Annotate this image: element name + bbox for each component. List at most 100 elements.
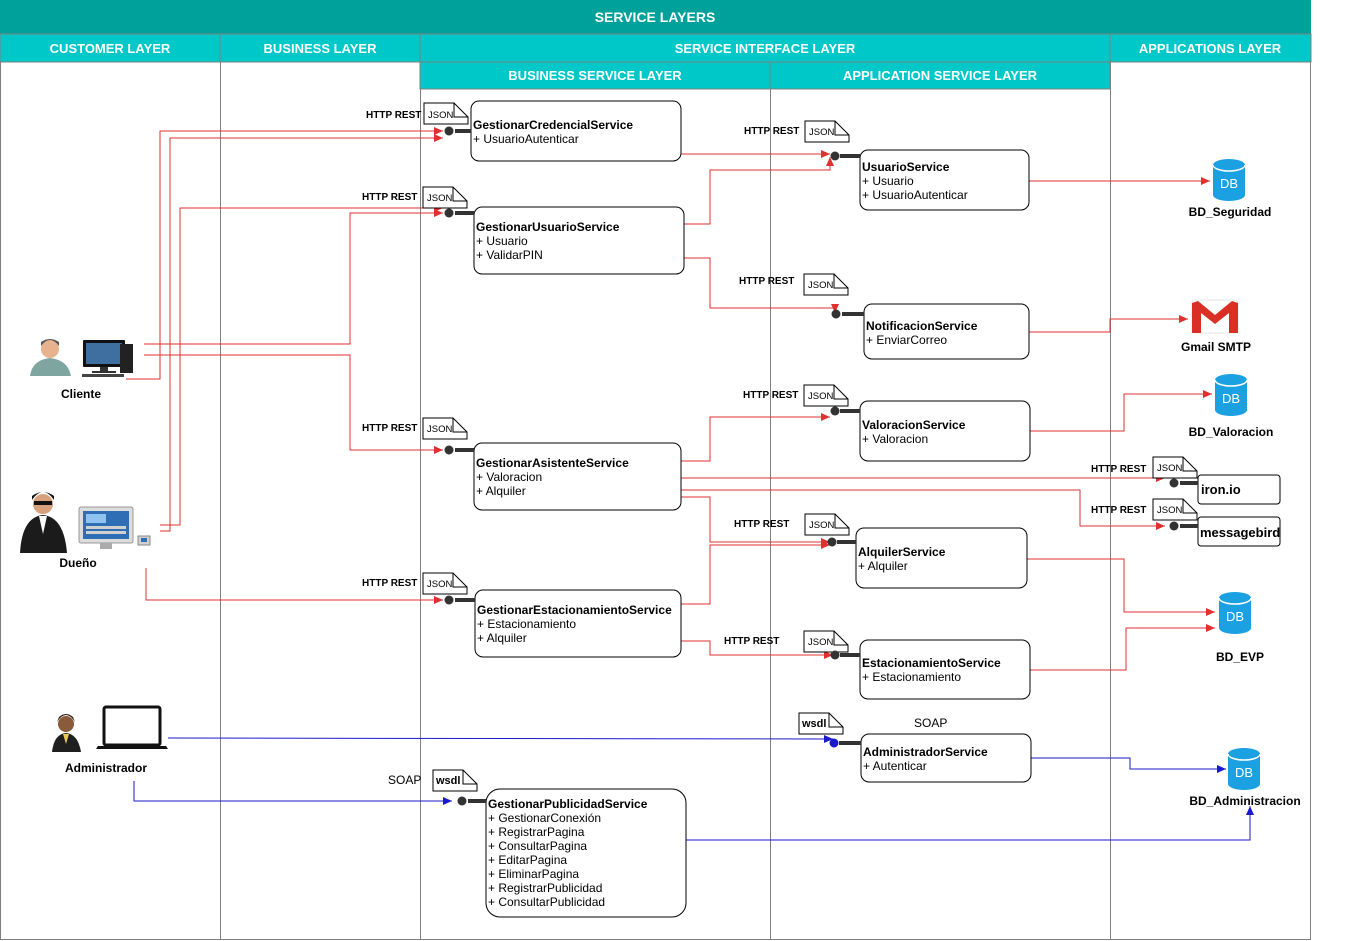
app-service-administrador[interactable]: AdministradorService + Autenticar: [829, 733, 1032, 783]
lane-application-service-header: APPLICATION SERVICE LAYER: [843, 68, 1038, 83]
link-cliente-usuario: [144, 209, 443, 345]
link-asistente-alquiler: [681, 496, 830, 546]
service-operation: + Autenticar: [863, 759, 927, 773]
link-alquiler-bdevp: [1027, 558, 1215, 616]
service-name: GestionarPublicidadService: [488, 797, 648, 811]
link-admin-publicidad: [133, 781, 452, 805]
administrator-icon: [52, 714, 81, 752]
service-operation: + Alquiler: [477, 631, 527, 645]
link-gestacionamiento-estacionamiento: [681, 640, 833, 659]
db-administracion-label: BD_Administracion: [1189, 794, 1300, 808]
http-rest-label: HTTP REST: [744, 126, 799, 137]
businessman-icon: [20, 492, 67, 553]
service-operation: + EliminarPagina: [488, 867, 579, 881]
external-messagebird[interactable]: messagebird: [1169, 516, 1281, 547]
service-operation: + Estacionamiento: [862, 670, 961, 684]
link-dueno-estacionamiento: [145, 568, 443, 604]
lane-headers: CUSTOMER LAYER BUSINESS LAYER SERVICE IN…: [0, 33, 1312, 90]
service-operation: + Usuario: [862, 174, 914, 188]
soap-label: SOAP: [388, 773, 421, 787]
service-operation: + ValidarPIN: [476, 248, 543, 262]
actor-cliente-label: Cliente: [61, 387, 101, 401]
service-operation: + UsuarioAutenticar: [862, 188, 968, 202]
http-rest-label: HTTP REST: [362, 192, 417, 203]
soap-label: SOAP: [914, 716, 947, 730]
lane-service-interface-header: SERVICE INTERFACE LAYER: [675, 41, 856, 56]
json-label: JSON: [427, 579, 452, 590]
service-name: EstacionamientoService: [862, 656, 1001, 670]
service-operation: + Usuario: [476, 234, 528, 248]
link-valoracion-bdvaloracion: [1030, 390, 1212, 432]
laptop-icon: [96, 705, 168, 749]
json-label: JSON: [1157, 505, 1182, 516]
actor-administrador-label: Administrador: [65, 761, 147, 775]
business-service-asistente[interactable]: GestionarAsistenteService + Valoracion +…: [444, 442, 682, 511]
app-service-alquiler[interactable]: AlquilerService + Alquiler: [827, 527, 1028, 589]
service-operation: + UsuarioAutenticar: [473, 132, 579, 146]
service-name: AdministradorService: [863, 745, 988, 759]
business-service-usuario[interactable]: GestionarUsuarioService + Usuario + Vali…: [444, 206, 685, 275]
link-publicidad-bdadmin: [686, 806, 1254, 841]
db-icon-text: DB: [1226, 609, 1244, 624]
external-ironio[interactable]: iron.io: [1169, 474, 1281, 505]
gmail-label: Gmail SMTP: [1181, 340, 1251, 354]
service-operation: + Alquiler: [858, 559, 908, 573]
monitor-icon: [78, 506, 151, 549]
external-messagebird-label: messagebird: [1200, 525, 1280, 540]
gmail-icon: [1191, 299, 1239, 334]
http-rest-label: HTTP REST: [734, 519, 789, 530]
link-estacionamiento-bdevp: [1030, 624, 1215, 671]
actor-dueno: Dueño: [20, 492, 151, 570]
lane-business-header: BUSINESS LAYER: [264, 41, 378, 56]
actor-dueno-label: Dueño: [59, 556, 96, 570]
link-dueno-usuario: [160, 204, 443, 526]
db-evp: DB BD_EVP: [1216, 591, 1264, 664]
http-rest-label: HTTP REST: [1091, 505, 1146, 516]
service-name: AlquilerService: [858, 545, 946, 559]
http-rest-label: HTTP REST: [1091, 464, 1146, 475]
business-service-estacionamiento[interactable]: GestionarEstacionamientoService + Estaci…: [444, 589, 682, 658]
db-evp-label: BD_EVP: [1216, 650, 1264, 664]
actor-administrador: Administrador: [52, 705, 168, 775]
json-label: JSON: [808, 391, 833, 402]
link-asistente-valoracion: [681, 413, 830, 462]
service-operation: + GestionarConexión: [488, 811, 601, 825]
desktop-computer-icon: [82, 340, 133, 377]
service-name: GestionarAsistenteService: [476, 456, 629, 470]
service-operation: + Estacionamiento: [477, 617, 576, 631]
service-name: UsuarioService: [862, 160, 950, 174]
protocol-tags: HTTP REST JSON HTTP REST JSON HTTP REST …: [362, 102, 1198, 792]
json-label: JSON: [427, 193, 452, 204]
service-name: GestionarEstacionamientoService: [477, 603, 672, 617]
app-service-valoracion[interactable]: ValoracionService + Valoracion: [830, 400, 1031, 462]
link-administradorservice-bdadmin: [1031, 757, 1226, 773]
link-cliente-asistente: [144, 354, 443, 454]
json-label: JSON: [427, 424, 452, 435]
service-name: ValoracionService: [862, 418, 966, 432]
service-operation: + ConsultarPagina: [488, 839, 587, 853]
business-service-credencial[interactable]: GestionarCredencialService + UsuarioAute…: [444, 100, 682, 162]
app-service-notificacion[interactable]: NotificacionService + EnviarCorreo: [831, 303, 1030, 360]
lane-business-service-header: BUSINESS SERVICE LAYER: [508, 68, 682, 83]
lane-customer-header: CUSTOMER LAYER: [50, 41, 171, 56]
link-gusuario-usuarioservice: [684, 157, 834, 225]
json-label: JSON: [809, 520, 834, 531]
app-service-estacionamiento[interactable]: EstacionamientoService + Estacionamiento: [830, 639, 1031, 700]
diagram-title: SERVICE LAYERS: [595, 9, 716, 25]
http-rest-label: HTTP REST: [362, 423, 417, 434]
actor-cliente: Cliente: [30, 339, 133, 401]
db-administracion: DB BD_Administracion: [1189, 747, 1301, 808]
wsdl-label: wsdl: [435, 775, 460, 787]
business-service-publicidad[interactable]: GestionarPublicidadService + GestionarCo…: [457, 788, 687, 918]
app-service-usuario[interactable]: UsuarioService + Usuario + UsuarioAutent…: [830, 149, 1030, 211]
link-notificacion-gmail: [1029, 315, 1188, 333]
db-valoracion-label: BD_Valoracion: [1189, 425, 1274, 439]
service-operation: + RegistrarPagina: [488, 825, 585, 839]
json-label: JSON: [808, 280, 833, 291]
json-label: JSON: [809, 127, 834, 138]
http-rest-label: HTTP REST: [739, 276, 794, 287]
json-label: JSON: [428, 110, 453, 121]
service-operation: + ConsultarPublicidad: [488, 895, 605, 909]
external-ironio-label: iron.io: [1201, 482, 1241, 497]
